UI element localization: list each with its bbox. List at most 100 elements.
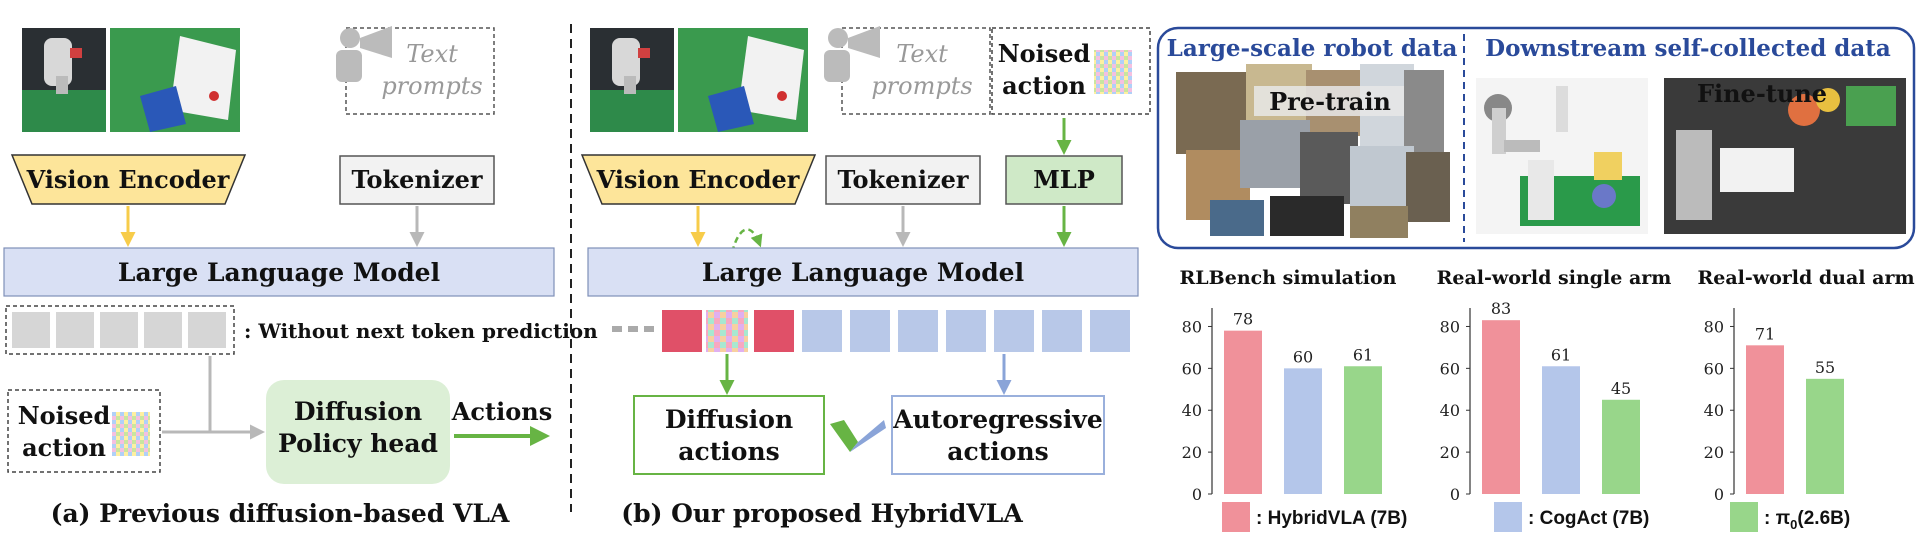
person-megaphone-icon [824,26,880,82]
pretrain-collage: Pre-train [1176,64,1450,238]
robot-image-2 [110,28,240,132]
bar-value-label: 83 [1491,299,1511,318]
bar [1284,368,1322,494]
y-tick-label: 20 [1440,443,1460,462]
tokenizer-label: Tokenizer [351,165,482,194]
self-collected-title: Downstream self-collected data [1485,35,1891,62]
chart-title: Real-world dual arm [1697,267,1914,289]
vision-encoder-label: Vision Encoder [26,165,230,194]
legend-label-cogact: : CogAct (7B) [1528,508,1649,529]
actions-label: Actions [451,397,552,426]
bar [1482,320,1520,494]
finetune-photos: Fine-tune [1476,78,1906,234]
robot-data-title: Large-scale robot data [1167,35,1458,62]
legend-label-pi0: : π0(2.6B) [1764,508,1850,532]
y-tick-label: 20 [1704,443,1724,462]
y-tick-label: 80 [1182,317,1202,336]
diffusion-actions-box [633,395,825,475]
pretrain-label: Pre-train [1269,87,1391,116]
legend-swatch-hybridvla [1222,502,1250,532]
bar-value-label: 61 [1551,345,1571,364]
legend-label-hybridvla: : HybridVLA (7B) [1256,508,1407,529]
vision-encoder-block [10,154,247,205]
bar [1806,378,1844,494]
diffusion-token [754,310,794,352]
panel-c: Large-scale robot data Downstream self-c… [1156,26,1916,532]
y-tick-label: 60 [1182,359,1202,378]
legend-swatch-pi0 [1730,502,1758,532]
caption-a: (a) Previous diffusion-based VLA [51,499,510,528]
diffusion-token [662,310,702,352]
ar-token [898,310,938,352]
y-tick-label: 0 [1714,485,1724,504]
caption-b: (b) Our proposed HybridVLA [621,499,1023,528]
ar-token [1090,310,1130,352]
y-tick-label: 80 [1440,317,1460,336]
robot-image-4 [678,28,808,132]
y-tick-label: 20 [1182,443,1202,462]
diffusion-policy-head [266,380,450,484]
tokenizer-block-b [825,155,981,205]
bar-value-label: 60 [1293,347,1313,366]
bar-value-label: 71 [1755,324,1775,343]
bar [1542,366,1580,494]
merge-check-icon [830,420,886,452]
robot-image-3 [590,28,674,132]
bar [1746,345,1784,494]
bar [1602,399,1640,494]
ar-actions-box [891,395,1105,475]
vision-encoder-label-b: Vision Encoder [596,165,800,194]
mlp-label: MLP [1033,165,1095,194]
token-row-b [612,310,1130,352]
noise-token [706,310,748,352]
llm-label-b: Large Language Model [702,258,1024,287]
bar [1344,366,1382,494]
noise-icon [1094,50,1132,94]
y-tick-label: 0 [1192,485,1202,504]
y-tick-label: 40 [1182,401,1202,420]
llm-block-b [587,247,1139,297]
llm-label: Large Language Model [118,258,440,287]
bar-value-label: 61 [1353,345,1373,364]
tokenizer-block [339,155,495,205]
y-tick-label: 60 [1440,359,1460,378]
tokenizer-label-b: Tokenizer [837,165,968,194]
y-tick-label: 40 [1440,401,1460,420]
llm-block [3,247,555,297]
without-ntp-label: : Without next token prediction [244,319,598,343]
vision-encoder-block-b [580,154,817,205]
ar-token [1042,310,1082,352]
legend: : HybridVLA (7B) : CogAct (7B) : π0(2.6B… [1222,502,1850,532]
noised-action-box [7,389,161,473]
y-tick-label: 60 [1704,359,1724,378]
ar-token [802,310,842,352]
bar-value-label: 78 [1233,310,1253,329]
bar-value-label: 55 [1815,358,1835,377]
legend-swatch-cogact [1494,502,1522,532]
gray-token-row [5,305,235,355]
y-tick-label: 0 [1450,485,1460,504]
bar-value-label: 45 [1611,379,1631,398]
robot-image-1 [22,28,106,132]
ar-token [850,310,890,352]
y-tick-label: 40 [1704,401,1724,420]
finetune-label: Fine-tune [1697,79,1827,108]
person-megaphone-icon [336,26,392,82]
bar [1224,330,1262,494]
chart-title: Real-world single arm [1437,267,1672,289]
ar-token [946,310,986,352]
mlp-block [1005,155,1123,205]
ar-token [994,310,1034,352]
